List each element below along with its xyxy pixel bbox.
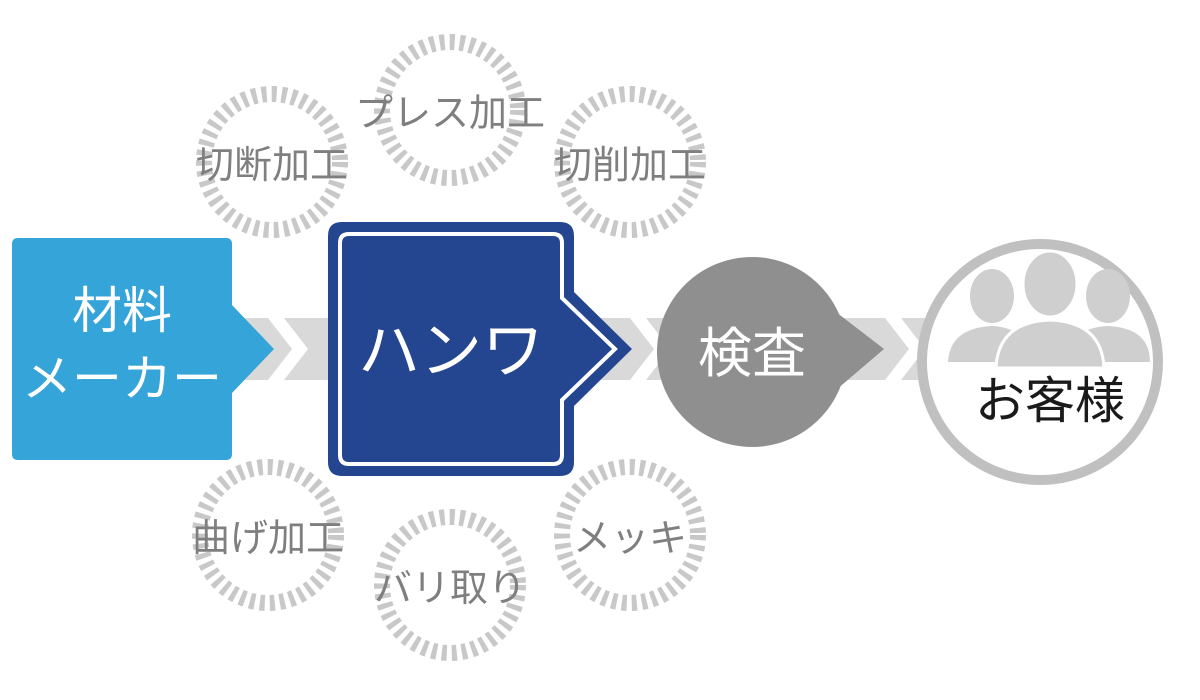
process-ring xyxy=(554,86,706,238)
inspection-circle xyxy=(657,257,847,447)
process-label: 曲げ加工 xyxy=(192,516,344,560)
process-machining: 切削加工 xyxy=(554,86,706,238)
process-label: 切断加工 xyxy=(196,143,348,187)
company-inner-outline xyxy=(338,232,618,466)
process-bending: 曲げ加工 xyxy=(192,459,344,611)
process-label: 切削加工 xyxy=(554,143,706,187)
inspection-node: 検査 xyxy=(657,257,884,447)
inspection-arrow xyxy=(836,312,884,390)
customers-icon xyxy=(948,249,1150,370)
company-label: ハンワ xyxy=(358,314,544,387)
process-label: バリ取り xyxy=(374,566,526,610)
company-box: ハンワ xyxy=(328,222,632,476)
process-ring xyxy=(554,459,706,611)
supplier-label-line1: 材料 xyxy=(72,282,172,340)
process-ring xyxy=(374,34,526,186)
company-shape xyxy=(328,222,632,476)
customer-node: お客様 xyxy=(917,239,1163,485)
process-press: プレス加工 xyxy=(355,34,545,186)
customer-label: お客様 xyxy=(975,372,1125,430)
inspection-label: 検査 xyxy=(698,322,806,385)
process-ring xyxy=(374,509,526,661)
process-cutting: 切断加工 xyxy=(196,86,348,238)
supplier-label-line2: メーカー xyxy=(22,350,222,408)
process-ring xyxy=(192,459,344,611)
process-ring xyxy=(196,86,348,238)
flow-chevron xyxy=(885,318,925,380)
supplier-shape xyxy=(12,238,274,460)
supplier-box: 材料 メーカー xyxy=(12,238,274,460)
flow-chevron xyxy=(268,318,308,380)
process-label: メッキ xyxy=(573,516,687,560)
process-label: プレス加工 xyxy=(355,91,545,135)
process-plating: メッキ xyxy=(554,459,706,611)
process-deburring: バリ取り xyxy=(374,509,526,661)
